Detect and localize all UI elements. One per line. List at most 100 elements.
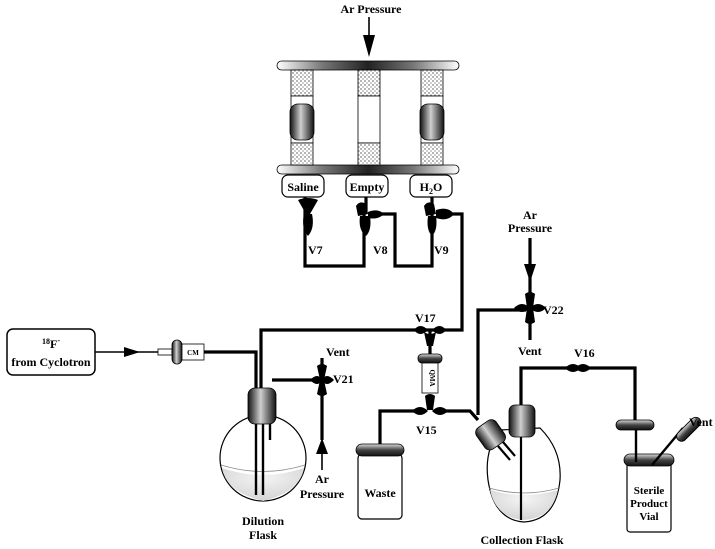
filter-disc — [615, 419, 655, 431]
valve-body — [368, 210, 384, 219]
tube-v15-collection — [438, 409, 480, 422]
vial-label-2: Product — [630, 498, 668, 510]
vent-filter — [676, 416, 702, 442]
ar-pressure-top-label: Ar Pressure — [341, 2, 403, 16]
rack-bottom-bar — [276, 164, 460, 175]
valve-body — [424, 202, 436, 216]
tube-v15-waste — [378, 409, 422, 445]
valve-body — [565, 364, 581, 372]
valve-body — [427, 216, 437, 236]
ar-left-label-2: Pressure — [300, 487, 345, 501]
valve-body — [575, 364, 591, 372]
qma-cartridge: QMA — [417, 353, 443, 394]
valve-body — [356, 202, 368, 216]
frit-icon — [420, 142, 444, 166]
column-tube — [357, 95, 381, 144]
cyclotron-source: 18F- from Cyclotron — [6, 328, 173, 376]
ar-right-label-2: Pressure — [508, 221, 553, 235]
frit-icon — [357, 69, 381, 97]
valve-v21[interactable]: V21 — [310, 364, 354, 396]
valve-v9[interactable]: V9 — [424, 202, 454, 257]
cartridge-cap — [171, 339, 183, 365]
valve-body — [425, 394, 435, 410]
cm-cartridge: CM — [171, 339, 205, 365]
vial-label-3: Vial — [639, 511, 658, 523]
source-arrowhead-icon — [124, 347, 140, 357]
side-arm-cap — [475, 419, 506, 451]
collection-flask-label: Collection Flask — [481, 533, 564, 547]
connector — [157, 348, 173, 356]
flask-liquid — [490, 490, 558, 520]
cartridge-body — [181, 343, 205, 361]
vial-cap — [623, 453, 675, 467]
cartridge-body — [421, 362, 439, 394]
tube-collection-v16 — [519, 366, 568, 415]
flask-septum-cap — [508, 404, 536, 438]
reservoir-empty-label: Empty — [350, 180, 385, 194]
valve-body — [412, 407, 428, 415]
reservoir-water-label: H2O — [420, 180, 443, 196]
reservoir-empty: Empty — [345, 174, 389, 198]
ar-pressure-top: Ar Pressure — [341, 2, 403, 57]
ar-right-arrowhead-icon — [524, 264, 536, 282]
source-isotope-label: 18F- — [42, 336, 60, 351]
valve-body — [298, 198, 318, 214]
valve-body — [530, 304, 546, 312]
needle — [497, 445, 511, 461]
valve-v17[interactable]: V17 — [414, 311, 446, 346]
valve-body — [525, 308, 535, 324]
waste-cap — [355, 443, 405, 457]
valve-body — [359, 216, 371, 236]
frit-icon — [420, 69, 444, 97]
qma-cartridge-label: QMA — [428, 369, 436, 386]
ar-right-label-1: Ar — [523, 208, 538, 222]
frit-icon — [357, 142, 381, 166]
valve-body — [322, 376, 334, 384]
v21-vent-label: Vent — [326, 345, 350, 359]
valve-v16[interactable]: V16 — [565, 346, 595, 372]
waste-container: Waste — [355, 443, 405, 520]
tube-v7-v8 — [303, 197, 366, 268]
valve-body — [424, 332, 436, 346]
tube-cm-dilution — [200, 350, 258, 395]
valve-v22-label: V22 — [543, 303, 564, 317]
valve-v7-label: V7 — [308, 243, 323, 257]
valve-body — [432, 407, 448, 415]
ar-left-arrowhead-icon — [316, 438, 328, 454]
valve-v22[interactable]: V22 — [514, 292, 564, 324]
valve-body — [303, 214, 313, 236]
valve-v17-label: V17 — [415, 311, 436, 325]
vial-vent-label: Vent — [689, 415, 713, 429]
frit-icon — [290, 69, 314, 97]
resin-cartridge-icon — [419, 103, 445, 141]
reservoir-rack — [276, 60, 460, 175]
cm-cartridge-label: CM — [187, 349, 199, 357]
needle — [502, 441, 516, 457]
valve-v8[interactable]: V8 — [356, 202, 388, 257]
reservoir-body — [281, 174, 325, 198]
valve-body — [317, 380, 327, 396]
tube-v8-v9 — [370, 197, 434, 268]
valve-body — [436, 208, 454, 220]
reservoir-saline: Saline — [281, 174, 325, 198]
tube-collection-v22 — [476, 308, 526, 415]
cartridge-cap — [417, 353, 443, 364]
valve-body — [317, 364, 327, 380]
vial-label-1: Sterile — [634, 485, 665, 497]
valve-v21-label: V21 — [333, 372, 354, 386]
dilution-flask: Dilution Flask — [219, 387, 307, 542]
liquid-surface — [488, 487, 560, 494]
reservoir-saline-label: Saline — [287, 180, 319, 194]
reservoir-water: H2O — [409, 174, 453, 198]
resin-cartridge-icon — [289, 103, 315, 141]
source-line2-label: from Cyclotron — [11, 355, 91, 369]
valve-v7[interactable]: V7 — [298, 198, 323, 257]
dilution-flask-label-1: Dilution — [242, 514, 284, 528]
dilution-flask-label-2: Flask — [249, 528, 277, 542]
frit-icon — [290, 142, 314, 166]
valve-body — [310, 376, 322, 384]
valve-v15[interactable]: V15 — [412, 394, 448, 437]
sterile-product-vial: Vent Sterile Product Vial — [615, 415, 713, 533]
waste-label: Waste — [364, 486, 396, 500]
valve-body — [432, 326, 446, 334]
